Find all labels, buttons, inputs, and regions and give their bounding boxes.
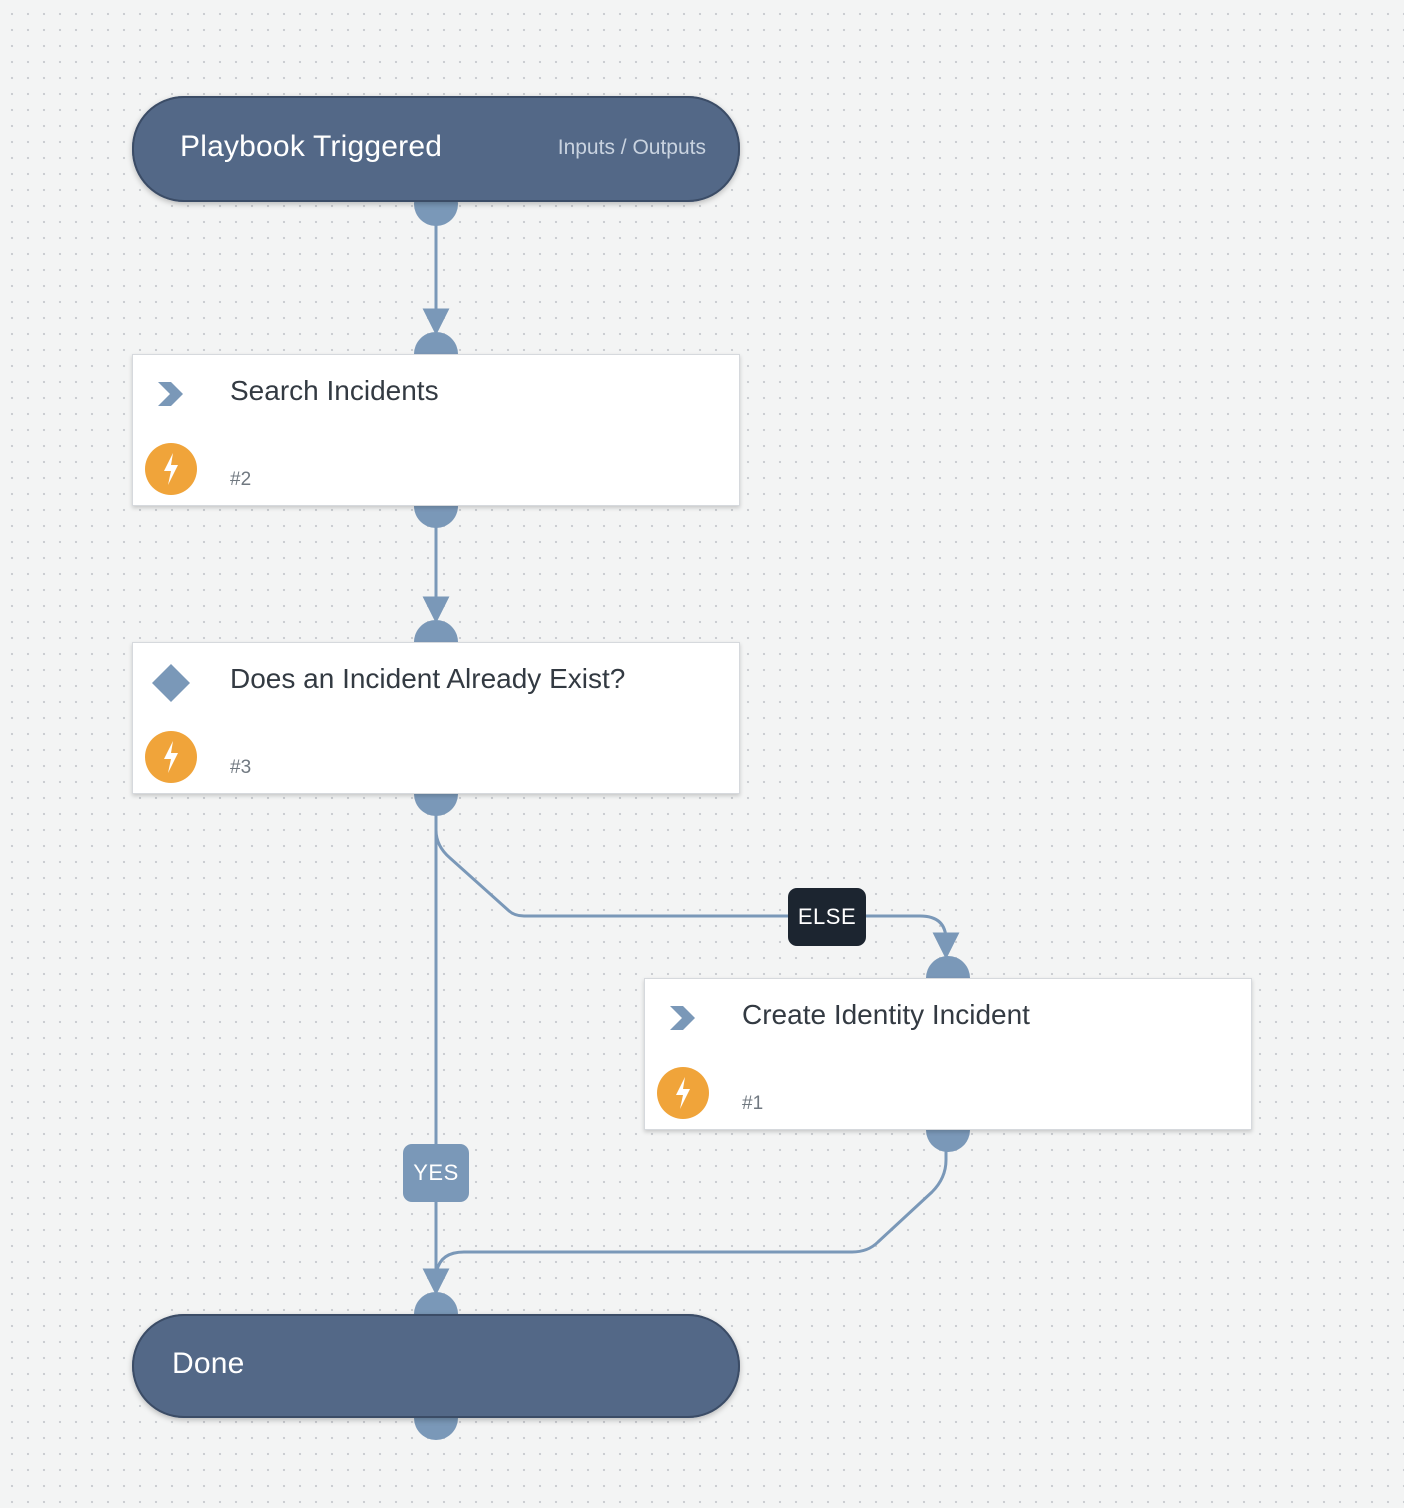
done-node[interactable]: Done (132, 1314, 740, 1418)
start-node-title: Playbook Triggered (180, 130, 443, 163)
else-branch-label[interactable]: ELSE (788, 888, 866, 946)
task-number: #1 (742, 1093, 764, 1114)
lightning-bolt-icon (657, 1067, 709, 1119)
task-does-incident-exist[interactable]: Does an Incident Already Exist? #3 (132, 642, 740, 794)
chevron-right-icon (670, 1006, 695, 1030)
chevron-right-icon (158, 382, 183, 406)
task-title: Does an Incident Already Exist? (230, 663, 626, 694)
yes-branch-label[interactable]: YES (403, 1144, 469, 1202)
task-title: Create Identity Incident (742, 999, 1030, 1030)
start-node[interactable]: Playbook Triggered Inputs / Outputs (132, 96, 740, 202)
task-create-identity-incident[interactable]: Create Identity Incident #1 (644, 978, 1252, 1130)
task-search-incidents[interactable]: Search Incidents #2 (132, 354, 740, 506)
edge-condition-else-to-create[interactable] (434, 829, 960, 960)
task-number: #2 (230, 469, 252, 490)
done-node-title: Done (172, 1347, 245, 1380)
task-title: Search Incidents (230, 375, 439, 406)
inputs-outputs-link[interactable]: Inputs / Outputs (557, 136, 706, 159)
diamond-condition-icon (152, 664, 190, 702)
task-number: #3 (230, 757, 252, 778)
lightning-bolt-icon (145, 443, 197, 495)
edge-create-to-done[interactable] (434, 1146, 948, 1277)
lightning-bolt-icon (145, 731, 197, 783)
